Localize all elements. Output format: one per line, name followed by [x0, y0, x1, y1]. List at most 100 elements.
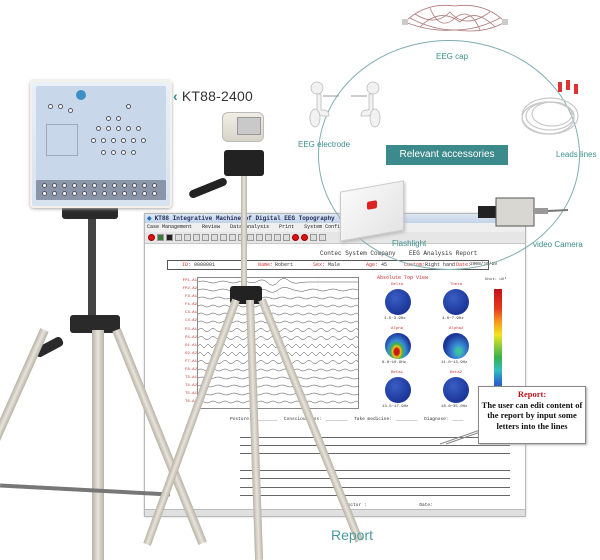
channel-label: C3-A1 — [184, 311, 197, 316]
electrode-jack — [141, 138, 146, 143]
channel-label: FP2-A2 — [182, 287, 197, 292]
tool-button[interactable] — [211, 234, 218, 241]
channel-label: T6-A2 — [184, 400, 197, 405]
topo-view-title: Absolute Top View — [377, 275, 429, 281]
leads-lines-image — [521, 80, 579, 135]
tool-button[interactable] — [265, 234, 272, 241]
channel-label: P4-A2 — [184, 335, 197, 340]
stop-button[interactable] — [301, 234, 308, 241]
topo-name: Theta — [450, 283, 463, 287]
topo-map-alpha2 — [443, 333, 469, 359]
menu-case-management[interactable]: Case Management — [147, 224, 193, 230]
report-input-line[interactable] — [240, 470, 510, 471]
video-camera-image — [478, 197, 569, 227]
menu-data-analysis[interactable]: Data Analysis — [230, 224, 270, 230]
topo-map-theta — [443, 289, 469, 315]
posture-field[interactable]: Posture: — [230, 417, 252, 422]
electrode-jack — [136, 126, 141, 131]
stop-button[interactable] — [292, 234, 299, 241]
callout-body: The user can edit content of the report … — [481, 399, 583, 431]
color-scale-bar — [494, 289, 502, 399]
relevant-accessories-label: Relevant accessories — [386, 145, 508, 165]
topo-band: 4.0~7.9Hz — [442, 317, 464, 321]
window-titlebar: ◆KT88 Integrative Machine of Digital EEG… — [145, 214, 525, 223]
electrode-jack — [72, 183, 77, 188]
eeg-cap-label: EEG cap — [436, 52, 469, 61]
topo-map-alpha — [385, 333, 411, 359]
flashlight-logo-icon — [367, 200, 377, 210]
channel-label: F3-A1 — [184, 295, 197, 300]
monitor-button[interactable] — [175, 234, 182, 241]
menu-review[interactable]: Review — [202, 224, 221, 230]
tripod-hub — [70, 315, 120, 333]
tool-button[interactable] — [193, 234, 200, 241]
flashlight-label: Flashlight — [392, 239, 427, 248]
menu-print[interactable]: Print — [279, 224, 295, 230]
report-input-line[interactable] — [240, 495, 510, 496]
callout-heading: Report: — [517, 389, 547, 399]
topo-band: 18.0~35.0Hz — [441, 405, 468, 409]
report-input-line[interactable] — [240, 453, 510, 454]
electrode-jack — [68, 108, 73, 113]
electrode-jack — [52, 183, 57, 188]
tripod-center-column — [88, 205, 96, 325]
electrode-jack — [72, 191, 77, 196]
chart-button[interactable] — [202, 234, 209, 241]
brand-logo-icon — [76, 90, 86, 100]
status-bar — [145, 509, 525, 516]
consciousness-field[interactable]: Consciousness: — [283, 417, 322, 422]
menu-system-configure[interactable]: System Configure — [304, 224, 353, 230]
channel-label: T4-A2 — [184, 384, 197, 389]
chevron-left-icon: ‹ — [173, 88, 178, 104]
electrode-jack — [111, 150, 116, 155]
report-caption: Report — [331, 527, 374, 543]
tool-button[interactable] — [220, 234, 227, 241]
tool-button[interactable] — [274, 234, 281, 241]
model-label: ‹KT88-2400 — [173, 88, 253, 104]
play-button[interactable] — [166, 234, 173, 241]
camera-tripod-hub — [230, 286, 262, 304]
electrode-jack — [126, 126, 131, 131]
electrode-jack — [62, 183, 67, 188]
close-button[interactable] — [283, 234, 290, 241]
electrode-jack — [101, 138, 106, 143]
electrode-jack — [122, 191, 127, 196]
channel-label: F7-A1 — [184, 359, 197, 364]
channel-label: O1-A1 — [184, 343, 197, 348]
report-input-line[interactable] — [240, 437, 510, 438]
electrode-jack — [111, 138, 116, 143]
instructions-box — [46, 124, 78, 156]
tripod-leg — [92, 330, 104, 560]
report-input-line[interactable] — [240, 478, 510, 479]
text-button[interactable] — [319, 234, 326, 241]
photic-stimulator-lamp — [222, 112, 264, 142]
accessories-ring — [318, 40, 580, 270]
model-name: KT88-2400 — [181, 88, 253, 104]
electrode-jack — [142, 191, 147, 196]
take-medicine-field[interactable]: Take medicine: — [354, 417, 392, 422]
save-button[interactable] — [157, 234, 164, 241]
tool-button[interactable] — [256, 234, 263, 241]
record-button[interactable] — [148, 234, 155, 241]
report-input-line[interactable] — [240, 445, 510, 446]
channel-label: C4-A2 — [184, 319, 197, 324]
electrode-jack — [121, 150, 126, 155]
topo-name: Beta1 — [391, 371, 404, 375]
electrode-jack — [132, 191, 137, 196]
diagnose-field[interactable]: Diagnose: — [424, 417, 449, 422]
tool-button[interactable] — [184, 234, 191, 241]
tool-button[interactable] — [229, 234, 236, 241]
channel-label: T3-A1 — [184, 376, 197, 381]
electrode-jack — [91, 138, 96, 143]
tripod-head — [62, 205, 118, 219]
company-name: Contec System Company — [320, 250, 396, 257]
id-value: 0000001 — [194, 262, 216, 268]
sign-date-label: Date: — [419, 503, 433, 508]
topo-map-beta2 — [443, 377, 469, 403]
tool-button[interactable] — [310, 234, 317, 241]
app-icon: ◆ — [147, 215, 152, 222]
report-input-line[interactable] — [240, 487, 510, 488]
channel-label: FP1-A1 — [182, 279, 197, 283]
tool-button[interactable] — [247, 234, 254, 241]
topo-map-delta — [385, 289, 411, 315]
